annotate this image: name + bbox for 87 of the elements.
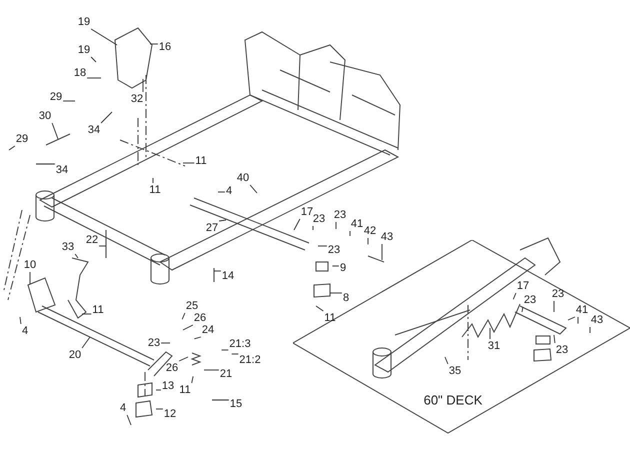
leader-line <box>194 336 202 340</box>
callout-number: 11 <box>149 184 161 196</box>
callout-number: 13 <box>162 380 174 392</box>
leader-line <box>156 408 164 410</box>
leader-line <box>512 292 516 300</box>
callout-number: 23 <box>148 337 160 349</box>
callout-number: 23 <box>334 209 346 221</box>
leader-line <box>330 292 342 294</box>
callout-number: 26 <box>194 312 206 324</box>
callout-number: 10 <box>24 259 36 271</box>
leader-line <box>214 270 222 272</box>
leader-line <box>142 78 144 92</box>
callout-number: 24 <box>202 324 214 336</box>
leader-line <box>52 122 58 140</box>
leader-line <box>20 316 22 324</box>
callout-number: 4 <box>22 325 28 337</box>
callout-number: 12 <box>164 408 176 420</box>
leader-line <box>82 336 90 348</box>
callout-number: 42 <box>364 225 376 237</box>
callout-number: 41 <box>576 304 588 316</box>
callout-number: 16 <box>158 41 172 53</box>
callout-number: 41 <box>350 218 364 230</box>
leader-line <box>182 312 186 320</box>
callout-number: 33 <box>62 241 74 253</box>
callout-number: 27 <box>206 222 218 234</box>
callout-number: 23 <box>556 344 568 356</box>
callout-number: 14 <box>222 270 234 282</box>
callout-number: 11 <box>195 155 207 167</box>
inset-panel <box>293 240 630 434</box>
leader-line <box>152 178 154 184</box>
callout-number: 29 <box>16 133 28 145</box>
callout-number: 4 <box>226 185 232 197</box>
leader-line <box>444 356 448 364</box>
callout-number: 25 <box>186 300 198 312</box>
callout-number: 4 <box>120 402 126 414</box>
leader-line <box>294 218 300 230</box>
leader-line <box>74 254 78 258</box>
callout-number: 21 <box>220 368 232 380</box>
callout-number: 30 <box>38 110 52 122</box>
callout-number: 34 <box>88 124 100 136</box>
leader-line <box>182 162 195 164</box>
leader-line <box>8 146 16 150</box>
callout-number: 21:3 <box>229 338 251 350</box>
callout-number: 29 <box>50 91 62 103</box>
callout-number: 20 <box>68 349 82 361</box>
callout-number: 23 <box>312 213 326 225</box>
callout-number: 22 <box>86 234 98 246</box>
callout-number: 26 <box>166 362 178 374</box>
callout-number: 23 <box>552 288 564 300</box>
callout-number: 11 <box>92 304 104 316</box>
leader-line <box>90 56 96 62</box>
leader-line <box>316 306 324 312</box>
leader-line <box>126 414 132 426</box>
callout-number: 21:2 <box>239 354 261 366</box>
leader-line <box>312 226 314 230</box>
callout-number: 32 <box>130 93 144 105</box>
callout-number: 35 <box>448 365 462 377</box>
callout-number: 17 <box>516 280 530 292</box>
callout-number: 8 <box>342 292 350 304</box>
callout-number: 34 <box>56 164 68 176</box>
leader-line <box>90 28 118 46</box>
callout-number: 11 <box>179 384 191 396</box>
leader-line <box>62 100 76 102</box>
callout-number: 43 <box>380 231 394 243</box>
callout-number: 23 <box>524 294 536 306</box>
callout-number: 43 <box>590 314 604 326</box>
leader-line <box>218 220 226 222</box>
leader-line <box>522 306 524 312</box>
leader-line <box>160 342 170 344</box>
leader-line <box>100 112 112 124</box>
leader-line <box>178 356 188 362</box>
callout-number: 17 <box>300 206 314 218</box>
callout-number: 40 <box>236 172 250 184</box>
callout-number: 15 <box>230 398 242 410</box>
callout-number: 11 <box>324 312 336 324</box>
callout-number: 19 <box>78 16 90 28</box>
leader-line <box>182 324 194 330</box>
leader-line <box>191 376 194 384</box>
callout-number: 31 <box>488 340 500 352</box>
leader-line <box>568 316 576 320</box>
callout-number: 19 <box>78 44 90 56</box>
callout-number: 23 <box>328 244 340 256</box>
leader-line <box>554 334 556 344</box>
inset-title: 60" DECK <box>424 392 482 408</box>
callout-number: 9 <box>340 262 346 274</box>
callout-number: 18 <box>74 67 86 79</box>
leader-line <box>250 184 258 194</box>
